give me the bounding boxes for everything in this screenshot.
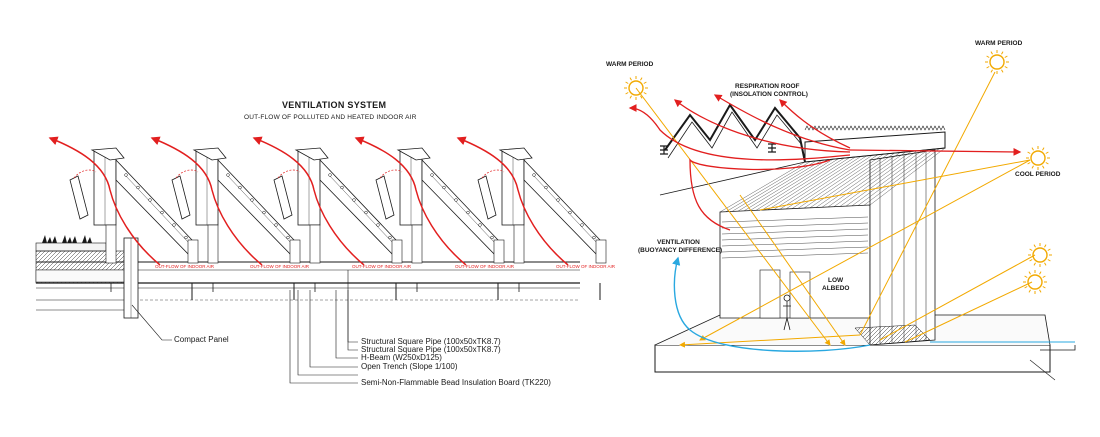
- diagram-title: VENTILATION SYSTEM: [282, 100, 387, 110]
- callout-pipe-1: Structural Square Pipe (100x50xTK8.7): [361, 337, 501, 346]
- roof-module: [252, 136, 403, 300]
- callout-leaders: [131, 270, 358, 384]
- flow-label-2: OUT-FLOW OF INDOOR AIR: [250, 264, 310, 269]
- sun-icon: [1026, 146, 1050, 170]
- callout-trench: Open Trench (Slope 1/100): [361, 362, 458, 371]
- sun-icon: [985, 50, 1009, 74]
- green-roof-plants: [42, 235, 92, 243]
- sun-icons: [624, 50, 1052, 294]
- label-respiration-roof: RESPIRATION ROOF: [735, 83, 800, 90]
- cool-airflow: [672, 256, 1075, 352]
- flow-label-1: OUT-FLOW OF INDOOR AIR: [155, 264, 215, 269]
- roof-module: [354, 136, 505, 300]
- callout-insulation: Semi-Non-Flammable Bead Insulation Board…: [361, 378, 551, 387]
- roof-module: [456, 136, 607, 300]
- callout-hbeam: H-Beam (W250xD125): [361, 353, 442, 362]
- sun-rays: [635, 71, 1036, 348]
- callout-pipe-2: Structural Square Pipe (100x50xTK8.7): [361, 345, 501, 354]
- flow-label-3: OUT-FLOW OF INDOOR AIR: [352, 264, 412, 269]
- diagram-subtitle: OUT-FLOW OF POLLUTED AND HEATED INDOOR A…: [244, 114, 417, 121]
- roof-module: [48, 136, 199, 300]
- label-albedo: ALBEDO: [822, 285, 850, 292]
- label-insolation-control: (INSOLATION CONTROL): [730, 91, 808, 98]
- section-drawing: [35, 237, 580, 319]
- sun-icon: [1023, 270, 1047, 294]
- flow-label-4: OUT-FLOW OF INDOOR AIR: [455, 264, 515, 269]
- roof-modules: [48, 136, 607, 300]
- label-ventilation: VENTILATION: [657, 239, 700, 246]
- sun-icon: [1028, 243, 1052, 267]
- flow-label-5: OUT-FLOW OF INDOOR AIR: [556, 264, 616, 269]
- building-perspective: [654, 103, 1076, 381]
- roof-airflow-arrows: [628, 94, 1022, 231]
- label-warm-period-right: WARM PERIOD: [975, 40, 1023, 47]
- label-cool-period: COOL PERIOD: [1015, 171, 1061, 178]
- label-buoyancy-difference: (BUOYANCY DIFFERENCE): [638, 247, 723, 254]
- label-low: LOW: [828, 277, 844, 284]
- label-warm-period-left: WARM PERIOD: [606, 61, 654, 68]
- roof-module: [150, 136, 301, 300]
- callout-compact-panel: Compact Panel: [174, 335, 229, 344]
